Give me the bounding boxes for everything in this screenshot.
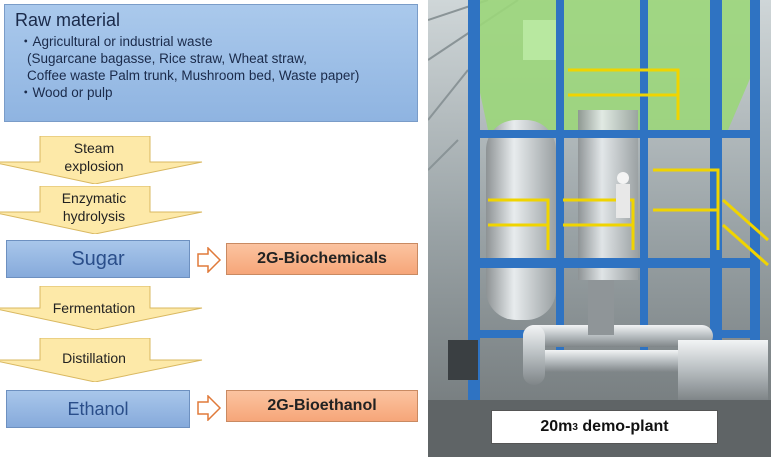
step-arrow-enzymatic-hydrolysis: Enzymatic hydrolysis [0,186,204,234]
ethanol-box: Ethanol [6,390,190,428]
caption-prefix: 20m [540,418,573,435]
raw-material-line: ・Wood or pulp [19,85,113,100]
raw-material-line: Coffee waste Palm trunk, Mushroom bed, W… [27,68,360,83]
down-arrow-shape [0,186,203,234]
step-label: hydrolysis [62,208,126,224]
right-arrow-icon [196,246,222,278]
step-label: Steam [73,140,115,156]
step-label: Fermentation [52,300,136,316]
bioethanol-label: 2G-Bioethanol [267,397,377,414]
ethanol-label: Ethanol [67,398,129,419]
step-arrow-steam-explosion: Steam explosion [0,136,204,184]
sugar-label: Sugar [71,247,125,270]
demo-plant-photo [428,0,771,457]
down-arrow-shape [0,136,203,184]
caption-superscript: 3 [572,421,578,433]
sugar-box: Sugar [6,240,190,278]
caption-suffix: demo-plant [577,418,669,435]
down-arrow-shape [0,338,203,382]
step-arrow-distillation: Distillation [0,338,204,382]
step-label: explosion [64,158,124,174]
raw-material-title: Raw material [15,10,121,30]
right-arrow-icon [196,394,222,426]
step-label: Enzymatic [61,190,127,206]
raw-material-line: ・Agricultural or industrial waste [19,34,213,49]
biochemicals-label: 2G-Biochemicals [257,250,387,267]
raw-material-line: (Sugarcane bagasse, Rice straw, Wheat st… [27,51,307,66]
step-label: Distillation [62,350,126,366]
biochemicals-box: 2G-Biochemicals [226,243,418,275]
bioethanol-box: 2G-Bioethanol [226,390,418,422]
raw-material-box: Raw material ・Agricultural or industrial… [4,4,418,122]
down-arrow-shape [0,286,203,330]
step-arrow-fermentation: Fermentation [0,286,204,330]
